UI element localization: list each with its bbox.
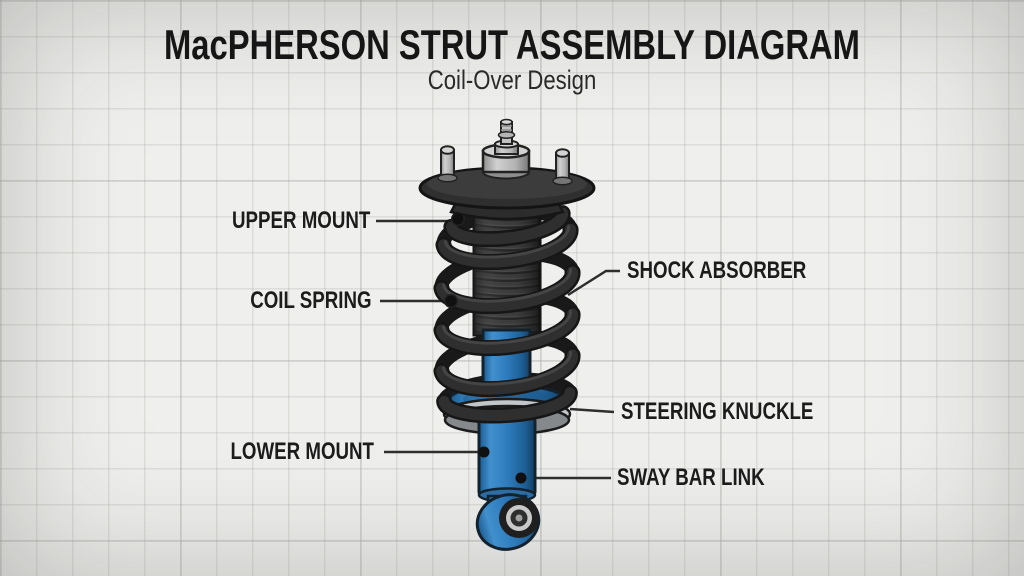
dot-sway-bar-link xyxy=(515,472,527,484)
label-coil-spring: COIL SPRING xyxy=(250,287,372,314)
label-upper-mount: UPPER MOUNT xyxy=(231,207,370,234)
leader-steering-knuckle xyxy=(569,407,615,414)
mount-stud-left xyxy=(437,145,458,183)
eyelet-bushing-graphic xyxy=(475,493,541,551)
dot-lower-mount xyxy=(478,446,490,458)
leader-lines xyxy=(376,219,620,480)
upper-mount-graphic xyxy=(418,118,596,221)
dot-coil-spring xyxy=(445,295,457,307)
label-sway-bar-link: SWAY BAR LINK xyxy=(617,464,765,491)
leader-shock-absorber xyxy=(567,269,620,297)
label-steering-knuckle: STEERING KNUCKLE xyxy=(621,398,814,425)
mount-stud-right xyxy=(552,148,573,186)
diagram-title: MacPHERSON STRUT ASSEMBLY DIAGRAM xyxy=(164,21,860,68)
label-lower-mount: LOWER MOUNT xyxy=(230,438,374,465)
callout-dots xyxy=(445,213,527,484)
rod-tip-graphic xyxy=(494,118,519,155)
label-shock-absorber: SHOCK ABSORBER xyxy=(627,257,807,284)
dot-upper-mount xyxy=(452,213,464,225)
diagram-subtitle: Coil-Over Design xyxy=(427,65,597,95)
